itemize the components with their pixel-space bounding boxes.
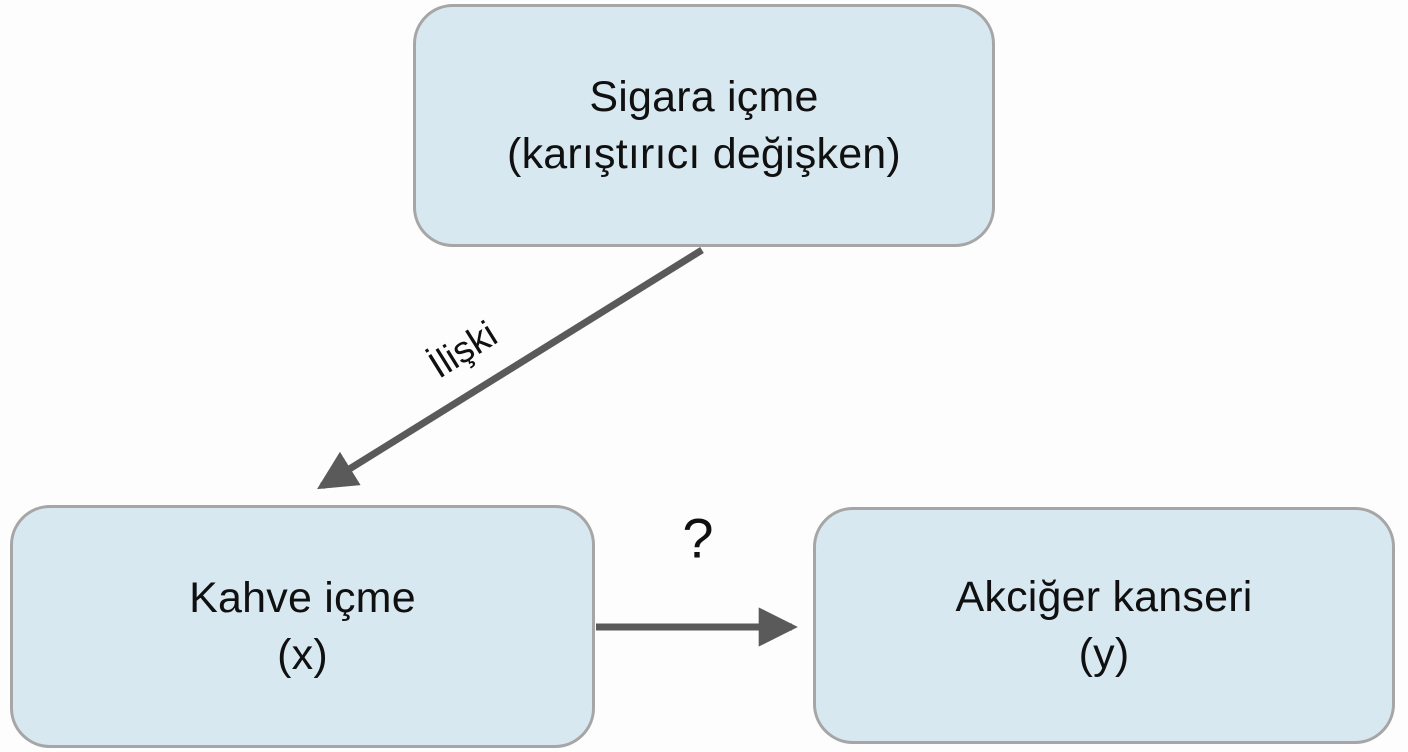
node-effect-subtitle: (y): [1078, 629, 1130, 678]
edge-label-relationship: İlişki: [421, 313, 505, 387]
node-effect: Akciğer kanseri (y): [813, 507, 1395, 744]
node-cause: Kahve içme (x): [10, 505, 595, 748]
node-cause-title: Kahve içme: [189, 573, 416, 622]
node-confounder-title: Sigara içme: [589, 72, 819, 121]
node-cause-subtitle: (x): [277, 630, 328, 679]
arrow-confounder-to-cause: [317, 247, 704, 490]
edge-label-question: ?: [682, 506, 714, 570]
node-confounder: Sigara içme (karıştırıcı değişken): [413, 4, 995, 247]
node-effect-title: Akciğer kanseri: [955, 572, 1253, 621]
node-confounder-subtitle: (karıştırıcı değişken): [507, 129, 901, 178]
